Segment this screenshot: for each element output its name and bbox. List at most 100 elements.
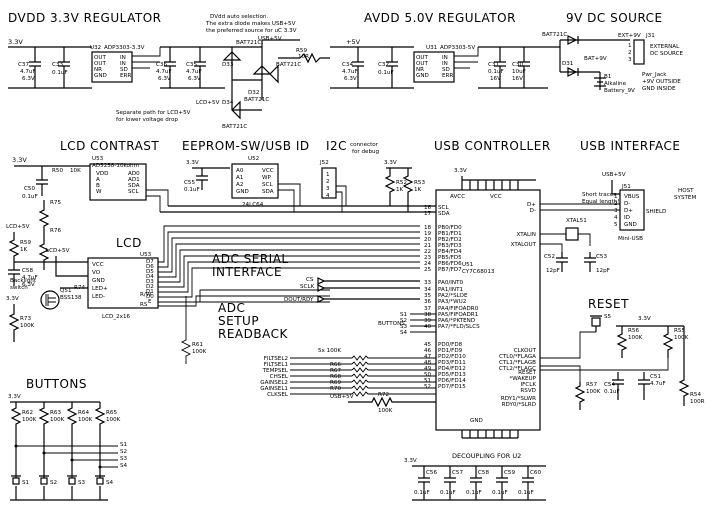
mcu-left-pin-num: 21 bbox=[424, 243, 432, 249]
lcd-pin-d7: D7 bbox=[146, 259, 154, 265]
decoupling-cap bbox=[470, 466, 482, 500]
usb-pin-dp: D+ bbox=[624, 208, 633, 214]
note-i2c-2: for debug bbox=[352, 149, 380, 155]
c52-value: 12pF bbox=[546, 268, 560, 274]
adc-setup-signal: FILTSEL2 bbox=[264, 356, 288, 362]
button-res-value: 100K bbox=[50, 417, 65, 423]
d32-label: D32 bbox=[248, 90, 259, 96]
button-switch bbox=[39, 453, 49, 500]
mcu-left-pin: PD0/FD8 bbox=[438, 342, 463, 348]
header-adc-setup-3: READBACK bbox=[218, 327, 288, 341]
decoupling-cap bbox=[444, 466, 456, 500]
d33-label: D33 bbox=[222, 62, 234, 68]
net-usb5v-conn: USB+5V bbox=[602, 172, 626, 178]
header-usb-interface: USB INTERFACE bbox=[580, 139, 680, 153]
mcu-left-pin-num: 20 bbox=[424, 237, 432, 243]
usb-num-3: 3 bbox=[614, 208, 618, 214]
header-dc-source: 9V DC SOURCE bbox=[566, 11, 663, 25]
pack-resistor-label: R66 bbox=[330, 362, 341, 368]
avdd-regulator-block: +5V C34 4.7uF 6.3V C32 0.1uF U31 ADP3303… bbox=[330, 38, 548, 89]
c52-label: C52 bbox=[544, 254, 555, 260]
adc-setup-signal: CHSEL bbox=[270, 374, 289, 380]
button-res-label: R63 bbox=[50, 410, 61, 416]
button-switch-body bbox=[96, 477, 104, 485]
lcd-module bbox=[87, 257, 159, 309]
lcd-contrast-block: 3.3V C50 0.1uF R50 10K R75 R76 U53 AD525… bbox=[12, 156, 169, 270]
lcd-pin-d3: D3 bbox=[146, 279, 154, 285]
c53-value: 12pF bbox=[596, 268, 610, 274]
backlight-label-1: Backlight bbox=[10, 278, 37, 284]
q51-transistor bbox=[40, 290, 60, 310]
button-pullup bbox=[10, 402, 22, 446]
mcu-left-pin-num: 36 bbox=[424, 299, 432, 305]
c53-label: C53 bbox=[596, 254, 607, 260]
battery-label-2: Alkaline bbox=[604, 81, 627, 87]
header-eeprom: EEPROM-SW/USB ID bbox=[182, 139, 310, 153]
adc-setup-signal: GAINSEL1 bbox=[260, 386, 288, 392]
adc-setup-resistor bbox=[351, 367, 436, 373]
u52-pin-gnd: GND bbox=[236, 189, 249, 195]
mcu-left-pin-num: 17 bbox=[424, 211, 432, 217]
usb-shield: SHIELD bbox=[646, 209, 666, 215]
u32-pin-in2: IN bbox=[120, 61, 126, 67]
c55-value: 0.1uF bbox=[184, 187, 200, 193]
mcu-left-pin-num: 34 bbox=[424, 287, 432, 293]
mcu-right-pin: XTALOUT bbox=[511, 242, 537, 248]
u51-mcu bbox=[435, 189, 541, 431]
r52-value: 1K bbox=[396, 187, 404, 193]
r59b-value: 1K bbox=[20, 247, 28, 253]
note-dvdd-auto-2: The extra diode makes USB+5V bbox=[205, 21, 296, 27]
mcu-left-pin: PD2/FD10 bbox=[438, 354, 466, 360]
u32-pin-out1: OUT bbox=[94, 55, 106, 61]
mcu-right-pin: D+ bbox=[527, 202, 536, 208]
net-usb5v-top: USB+5V bbox=[258, 36, 282, 42]
mcu-left-pin: PB4/FD4 bbox=[438, 249, 462, 255]
decoupling-cap bbox=[522, 466, 534, 500]
j52-label: J52 bbox=[319, 160, 329, 166]
r59b-label: R59 bbox=[20, 240, 31, 246]
u31-pin-err: ERR bbox=[442, 73, 453, 79]
j31-pin3: 3 bbox=[628, 57, 632, 63]
reset-block: S5 3.3V R56 100K R55 100K R57 100K C54 0… bbox=[540, 314, 705, 410]
u31-pin-sd: SD bbox=[442, 67, 450, 73]
lcd-pin-d1: D1 bbox=[146, 289, 154, 295]
lcd-pin-d6: D6 bbox=[146, 264, 154, 270]
j52-connector bbox=[321, 167, 337, 199]
j52-pin3: 3 bbox=[326, 186, 330, 192]
btn-line-s4: S4 bbox=[400, 330, 408, 336]
mcu-left-pin-num: 19 bbox=[424, 231, 432, 237]
decoupling-block: 3.3V C560.1uFC570.1uFC580.1uFC590.1uFC60… bbox=[404, 458, 546, 501]
c50-value: 0.1uF bbox=[22, 194, 38, 200]
mcu-left-pin-num: 47 bbox=[424, 354, 432, 360]
net-bat9v: BAT+9V bbox=[584, 56, 607, 62]
net-3v3-q51: 3.3V bbox=[6, 296, 19, 302]
q51-label: Q51 bbox=[60, 288, 72, 294]
header-buttons: BUTTONS bbox=[26, 377, 87, 391]
mcu-right-pin: XTALIN bbox=[517, 232, 537, 238]
header-adc-setup-1: ADC bbox=[218, 301, 245, 315]
mcu-left-pin: PB5/FD5 bbox=[438, 255, 462, 261]
c36-label: C36 bbox=[156, 62, 167, 68]
lcd-pin-d5: D5 bbox=[146, 269, 154, 275]
c58-value: 4.7uF bbox=[22, 275, 38, 281]
c58-label: C58 bbox=[22, 268, 33, 274]
d32-ref: BAT721C bbox=[276, 62, 301, 68]
decoupling-cap-value: 0.1uF bbox=[440, 490, 456, 496]
r73-label: R73 bbox=[20, 316, 31, 322]
c30-rating: 16V bbox=[512, 76, 523, 82]
lcd-pin-e: E bbox=[148, 299, 152, 305]
net-lcd5v-left: LCD+5V bbox=[6, 224, 30, 230]
c35-label: C35 bbox=[186, 62, 197, 68]
c58-rating: 6.3V bbox=[22, 282, 35, 288]
u53-pin-ad0: AD0 bbox=[128, 171, 140, 177]
usb-pin-vbus: VBUS bbox=[624, 194, 640, 200]
r53-label: R53 bbox=[414, 180, 425, 186]
r76-label: R76 bbox=[50, 228, 61, 234]
r50-value: 10K bbox=[70, 168, 81, 174]
mcu-left-pin-labels: SCL16SDA17PB0/FD018PB1/FD119PB2/FD220PB3… bbox=[424, 205, 480, 390]
usb-pin-gnd: GND bbox=[624, 222, 637, 228]
backlight-label-2: switch bbox=[10, 285, 28, 291]
btn-out-s2: S2 bbox=[120, 449, 127, 455]
decoupling-cap-value: 0.1uF bbox=[414, 490, 430, 496]
c36-rating: 6.3V bbox=[158, 76, 171, 82]
